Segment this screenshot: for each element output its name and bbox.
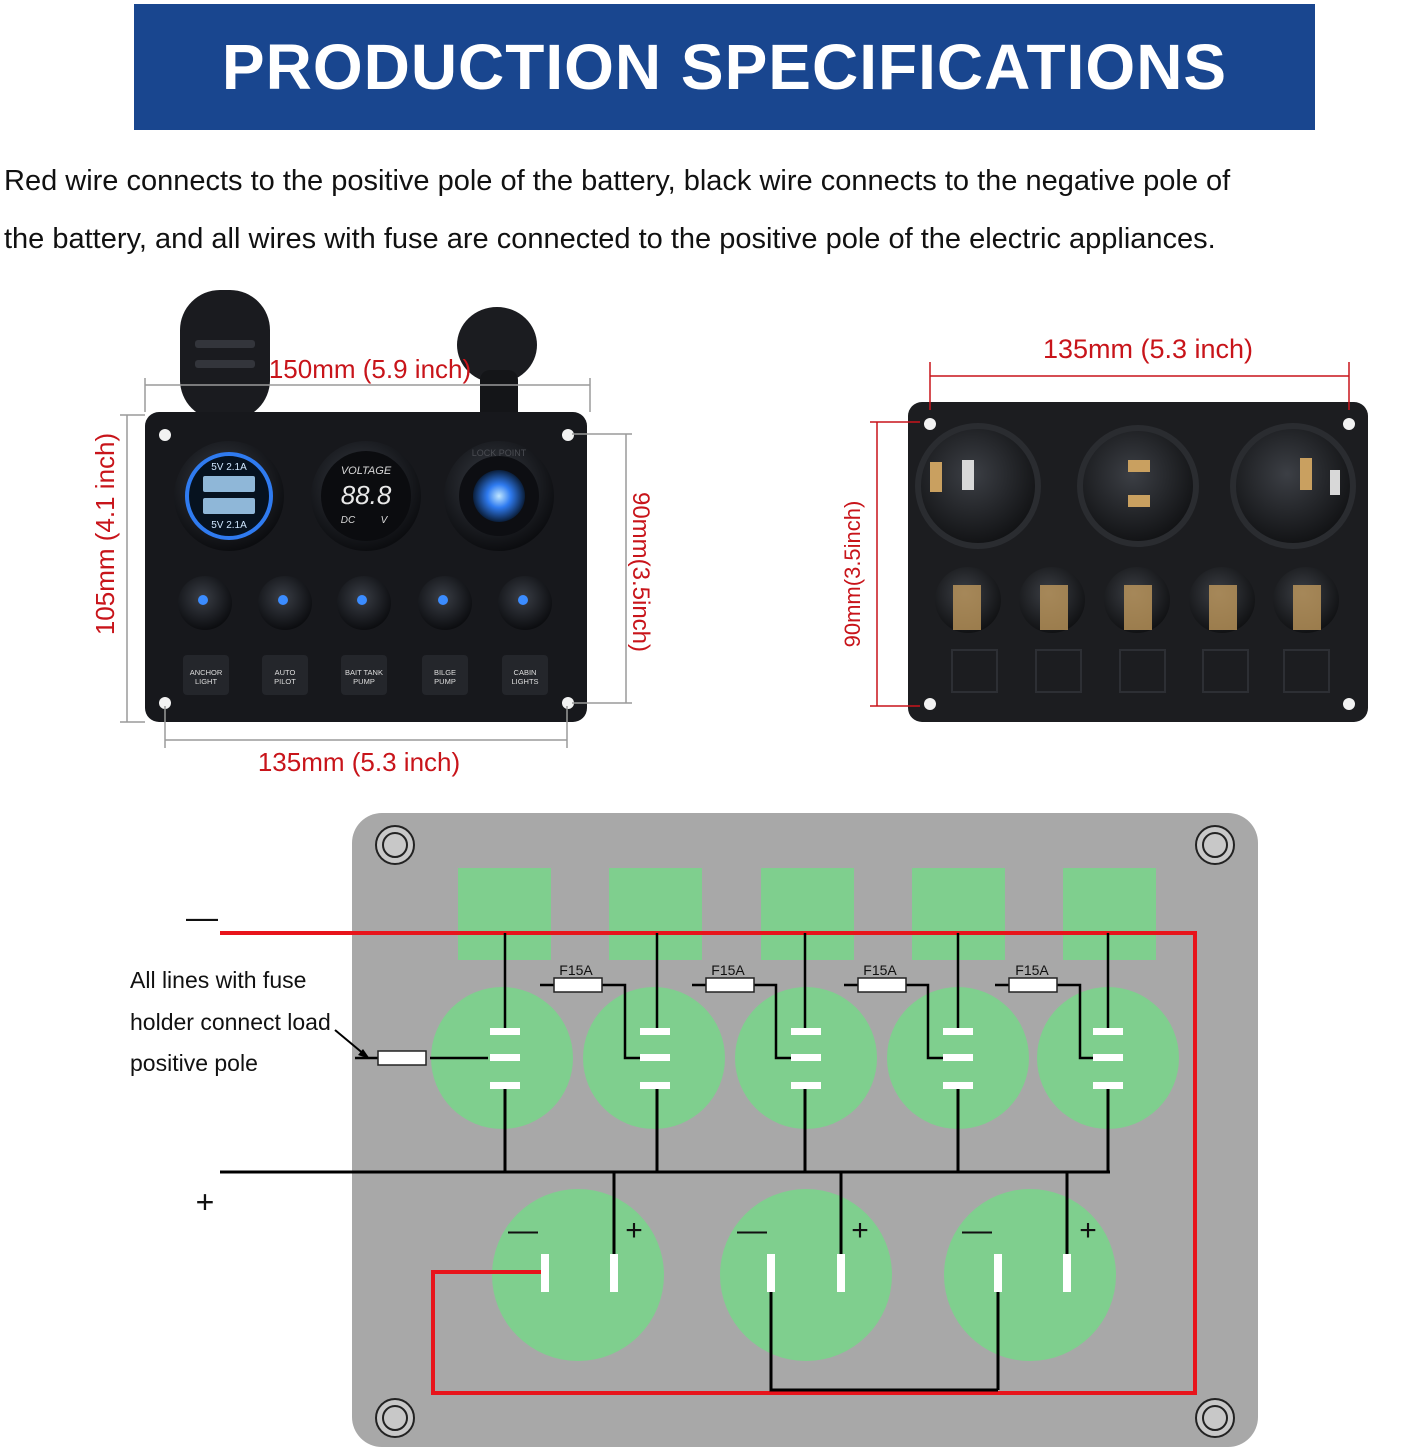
fuse-note-line-1: All lines with fuse bbox=[130, 967, 306, 993]
red-negative-wire bbox=[220, 931, 1197, 1395]
socket-minus: — bbox=[962, 1214, 992, 1247]
switch-3: BAIT TANK PUMP bbox=[337, 576, 391, 695]
description-line-1: Red wire connects to the positive pole o… bbox=[4, 165, 1231, 197]
fuse-label: F15A bbox=[559, 962, 593, 978]
fuse-label: F15A bbox=[1015, 962, 1049, 978]
socket-plus: + bbox=[851, 1214, 869, 1247]
negative-symbol: — bbox=[186, 899, 218, 935]
description: Red wire connects to the positive pole o… bbox=[4, 152, 1418, 268]
fuse-note: All lines with fuse holder connect load … bbox=[130, 967, 331, 1076]
usb-bottom-label: 5V 2.1A bbox=[211, 520, 247, 531]
back-socket-2 bbox=[1077, 425, 1199, 547]
switch-label-3a: BAIT TANK bbox=[345, 668, 383, 677]
socket-terminals bbox=[541, 1254, 1071, 1292]
switch-row: ANCHOR LIGHT AUTO PILOT BAIT TANK PUMP B… bbox=[178, 576, 552, 695]
mount-hole bbox=[1343, 418, 1355, 430]
front-dim-left: 105mm (4.1 inch) bbox=[90, 433, 120, 635]
switch-5: CABIN LIGHTS bbox=[498, 576, 552, 695]
voltmeter: VOLTAGE 88.8 DC V bbox=[311, 441, 421, 551]
back-socket-1 bbox=[915, 423, 1041, 549]
usb-cap bbox=[180, 290, 270, 420]
socket-plus: + bbox=[625, 1214, 643, 1247]
black-positive-wire bbox=[220, 1085, 1110, 1392]
socket-plus: + bbox=[1079, 1214, 1097, 1247]
mount-hole bbox=[562, 697, 574, 709]
voltmeter-label: VOLTAGE bbox=[341, 465, 392, 477]
voltmeter-v: V bbox=[381, 515, 389, 526]
switch-4: BILGE PUMP bbox=[418, 576, 472, 695]
switch-label-2b: PILOT bbox=[274, 677, 296, 686]
back-panel-figure: 135mm (5.3 inch) 90mm(3.5inch) bbox=[840, 334, 1368, 722]
voltmeter-digits: 88.8 bbox=[341, 480, 392, 510]
switch-label-4a: BILGE bbox=[434, 668, 456, 677]
fuse-note-line-2: holder connect load bbox=[130, 1009, 331, 1035]
socket-cap-text: LOCK POINT bbox=[472, 448, 527, 458]
wiring-mount-holes bbox=[375, 825, 1235, 1438]
back-switches bbox=[935, 567, 1339, 693]
front-dim-right: 90mm(3.5inch) bbox=[627, 492, 654, 652]
switch-label-2a: AUTO bbox=[275, 668, 296, 677]
switch-label-1b: LIGHT bbox=[195, 677, 218, 686]
switch-terminals bbox=[490, 1028, 1123, 1089]
switch-label-5b: LIGHTS bbox=[511, 677, 538, 686]
front-dim-top: 150mm (5.9 inch) bbox=[269, 354, 471, 384]
page-title: PRODUCTION SPECIFICATIONS bbox=[221, 31, 1228, 103]
mount-hole bbox=[562, 429, 574, 441]
switch-2: AUTO PILOT bbox=[258, 576, 312, 695]
back-dim-top: 135mm (5.3 inch) bbox=[1043, 334, 1253, 364]
front-panel-figure: 5V 2.1A 5V 2.1A VOLTAGE 88.8 DC V LOCK P… bbox=[90, 290, 654, 777]
back-socket-3 bbox=[1230, 423, 1356, 549]
socket-circles bbox=[492, 1189, 1116, 1361]
back-dimensions bbox=[870, 362, 1350, 707]
front-dim-bottom: 135mm (5.3 inch) bbox=[258, 747, 460, 777]
socket-minus: — bbox=[508, 1214, 538, 1247]
switch-label-4b: PUMP bbox=[434, 677, 456, 686]
front-dimensions bbox=[120, 378, 632, 748]
usb-top-label: 5V 2.1A bbox=[211, 462, 247, 473]
switch-top-wires bbox=[503, 933, 1110, 1031]
description-line-2: the battery, and all wires with fuse are… bbox=[4, 223, 1216, 255]
switch-1: ANCHOR LIGHT bbox=[178, 576, 232, 695]
note-arrow bbox=[334, 1029, 370, 1059]
power-socket: LOCK POINT bbox=[444, 441, 554, 551]
socket-minus: — bbox=[737, 1214, 767, 1247]
positive-symbol: + bbox=[196, 1184, 215, 1220]
back-dim-left: 90mm(3.5inch) bbox=[840, 501, 865, 648]
fuse-labels: F15A F15A F15A F15A bbox=[559, 962, 1049, 978]
switch-label-5a: CABIN bbox=[514, 668, 537, 677]
usb-charger: 5V 2.1A 5V 2.1A bbox=[174, 441, 284, 551]
fuse-label: F15A bbox=[711, 962, 745, 978]
fuse-label: F15A bbox=[863, 962, 897, 978]
mount-hole bbox=[924, 698, 936, 710]
mount-hole bbox=[1343, 698, 1355, 710]
socket-polarity: — + — + — + bbox=[508, 1214, 1097, 1247]
mount-hole bbox=[159, 429, 171, 441]
voltmeter-dc: DC bbox=[341, 515, 356, 526]
title-banner: PRODUCTION SPECIFICATIONS bbox=[134, 4, 1315, 130]
switch-label-1a: ANCHOR bbox=[190, 668, 223, 677]
wiring-diagram: F15A F15A F15A F15A — + — + — + — + All … bbox=[130, 813, 1258, 1447]
fuses bbox=[377, 977, 1058, 1066]
fuse-note-line-3: positive pole bbox=[130, 1050, 258, 1076]
mount-hole bbox=[924, 418, 936, 430]
switch-label-3b: PUMP bbox=[353, 677, 375, 686]
mount-hole bbox=[159, 697, 171, 709]
